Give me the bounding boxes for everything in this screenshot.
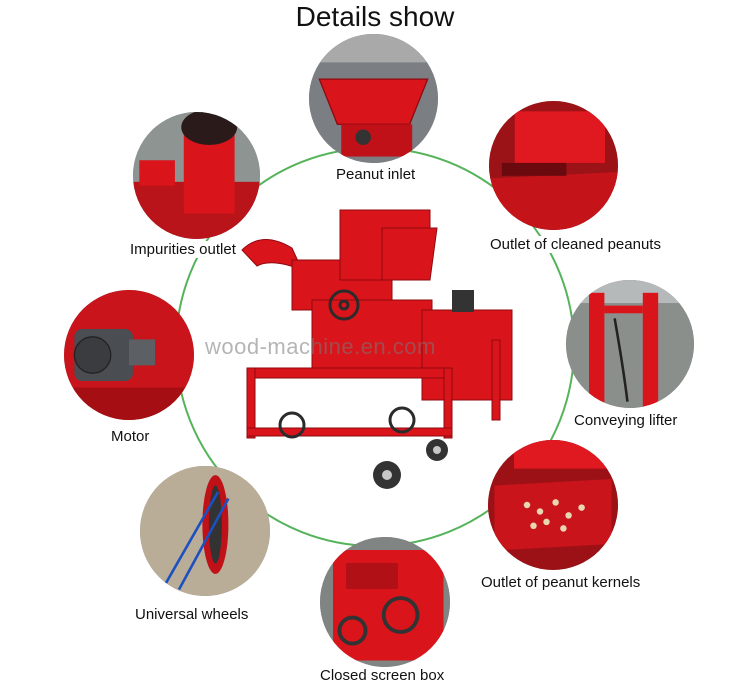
page-title: Details show	[295, 1, 455, 32]
peanut-sheller-machine-image	[232, 200, 532, 500]
peanut-kernels-outlet-photo	[488, 440, 618, 570]
impurities-outlet-photo	[133, 112, 260, 239]
detail-label-peanut-inlet: Peanut inlet	[334, 166, 418, 183]
detail-label-universal-wheels: Universal wheels	[133, 606, 251, 623]
peanut-inlet-photo	[309, 34, 438, 163]
detail-label-closed-screen-box: Closed screen box	[318, 667, 447, 684]
watermark-text: wood-machine.en.com	[205, 334, 436, 359]
detail-label-impurities-outlet: Impurities outlet	[128, 241, 238, 258]
cleaned-peanuts-outlet-photo	[489, 101, 618, 230]
detail-label-peanut-kernels-outlet: Outlet of peanut kernels	[479, 574, 643, 591]
detail-label-cleaned-peanuts-outlet: Outlet of cleaned peanuts	[488, 236, 663, 253]
closed-screen-box-photo	[320, 537, 450, 667]
conveying-lifter-photo	[566, 280, 694, 408]
detail-label-motor: Motor	[109, 428, 152, 445]
detail-label-conveying-lifter: Conveying lifter	[572, 412, 680, 429]
universal-wheels-photo	[140, 466, 270, 596]
motor-photo	[64, 290, 194, 420]
